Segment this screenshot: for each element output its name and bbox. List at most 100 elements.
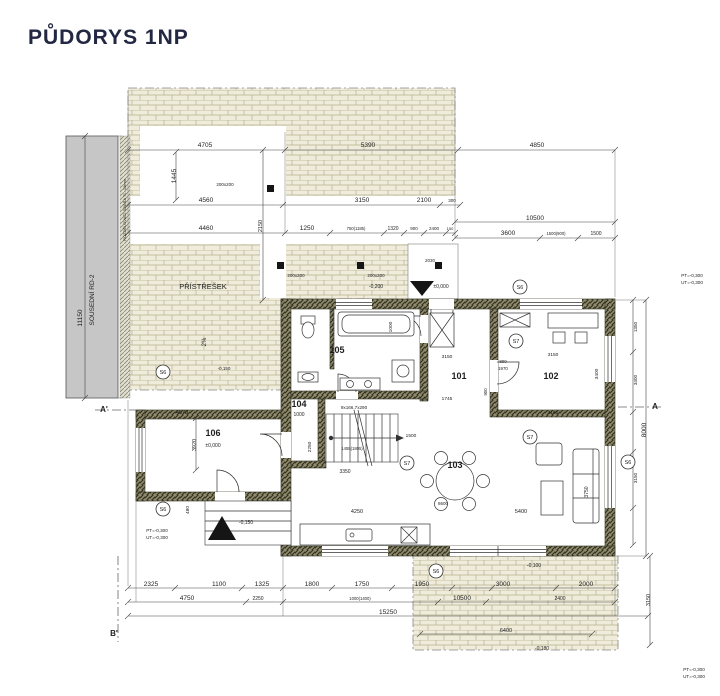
- detail-marker-S6: S6: [155, 501, 171, 517]
- dim-label: 2325: [144, 581, 159, 588]
- dimension-tick: [124, 612, 132, 620]
- dimension-tick: [124, 584, 132, 592]
- dim-label: 3000: [496, 581, 511, 588]
- dim-label: 1500(900): [546, 231, 566, 236]
- elev-label: UT=-0,300: [681, 280, 703, 285]
- chair: [552, 331, 566, 344]
- svg-text:S6: S6: [433, 569, 440, 575]
- svg-text:S6: S6: [160, 370, 167, 376]
- dim-label: 1500: [406, 433, 417, 439]
- room-label: 103: [447, 460, 462, 470]
- dimension-tick: [642, 552, 650, 560]
- dining-chair: [434, 497, 448, 511]
- dimension-tick: [388, 584, 396, 592]
- carport-columns: [267, 185, 442, 269]
- dim-label: 6400: [500, 628, 512, 634]
- dimension-tick: [629, 448, 637, 456]
- main-entrance-triangle: [410, 281, 434, 296]
- dimension-tick: [456, 201, 464, 209]
- dim-label: 3150: [646, 594, 652, 606]
- dimension-tick: [611, 218, 619, 226]
- detail-marker-S6: S6: [155, 364, 171, 380]
- label-label: ROZDĚLOVACÍ SPÁRA TL. 10mm: [122, 178, 127, 241]
- dining-chair: [420, 474, 434, 488]
- dim-label: 2400: [554, 596, 565, 602]
- dim-label: 1350: [633, 321, 638, 332]
- drawing-title: PŮDORYS 1NP: [28, 26, 189, 49]
- dim-label: 3400: [633, 374, 638, 385]
- elev-label: -0,180: [535, 646, 549, 652]
- dimension-tick: [124, 146, 132, 154]
- dim-label: 2100: [417, 197, 432, 204]
- dim-label: 3350: [339, 469, 350, 475]
- dim-label: 1500: [590, 231, 601, 237]
- windows: [136, 299, 615, 556]
- room-label: 101: [451, 371, 466, 381]
- dim-label: 8600: [438, 501, 449, 506]
- label-label: SOUSEDNÍ RD-2: [87, 274, 96, 325]
- dimension-tick: [629, 408, 637, 416]
- dimension-tick: [281, 229, 289, 237]
- section-label: A: [652, 402, 658, 411]
- dim-label: 1100: [212, 581, 226, 588]
- dimension-tick: [171, 584, 179, 592]
- bathroom-fixtures: [297, 311, 415, 391]
- dim-label: 2400: [429, 226, 440, 231]
- dim-label: 3150: [442, 354, 453, 360]
- dimension-tick: [454, 146, 462, 154]
- room-label: 106: [205, 428, 220, 438]
- dimension-tick: [279, 201, 287, 209]
- elev-label: PT=-0,300: [683, 667, 705, 672]
- desk: [547, 312, 599, 329]
- dimension-tick: [124, 598, 132, 606]
- dim-label: 3600: [501, 230, 516, 237]
- dimension-tick: [442, 229, 450, 237]
- dimension-tick: [420, 229, 428, 237]
- dim-label: 2250: [252, 596, 263, 602]
- dim-label: 15250: [379, 609, 397, 616]
- neighbor-building: [65, 135, 131, 399]
- dim-label: 2150: [258, 220, 264, 232]
- dim-label: 8000: [641, 422, 648, 437]
- detail-marker-S6: S6: [512, 279, 528, 295]
- room-label: 104: [291, 399, 306, 409]
- kitchen: [299, 523, 431, 546]
- dim-label: 900: [483, 388, 488, 396]
- elev-label: -0,150: [239, 520, 253, 526]
- dim-label: 4560: [199, 197, 214, 204]
- dimension-tick: [279, 598, 287, 606]
- dimension-tick: [611, 584, 619, 592]
- coffee-table: [540, 480, 564, 516]
- dim-label: 1950: [415, 581, 430, 588]
- svg-text:S7: S7: [404, 461, 411, 467]
- dim-label: 5400: [515, 509, 527, 515]
- dimension-tick: [259, 146, 267, 154]
- room-label: 105: [329, 345, 344, 355]
- entrance-porch: [204, 500, 292, 546]
- dim-label: 200x200: [287, 273, 305, 278]
- elev-label: ±0,000: [205, 443, 220, 449]
- dimension-tick: [172, 148, 180, 156]
- dim-label: 3750: [584, 486, 590, 497]
- svg-text:S7: S7: [513, 339, 520, 345]
- dim-label: 200x200: [367, 273, 385, 278]
- dimension-tick: [81, 132, 89, 140]
- entrance-walkway: [407, 243, 459, 300]
- dim-label: 1000: [388, 321, 394, 332]
- elev-label: ±0,000: [433, 284, 448, 290]
- dimension-tick: [629, 504, 637, 512]
- dining-chair: [434, 451, 448, 465]
- dimension-tick: [238, 584, 246, 592]
- dimension-tick: [611, 598, 619, 606]
- dim-label: 4250: [351, 509, 363, 515]
- dimension-tick: [172, 196, 180, 204]
- dimension-tick: [646, 641, 654, 649]
- elev-label: -0,150: [218, 366, 231, 371]
- washbasin: [297, 371, 319, 383]
- dim-label: 2030: [425, 258, 436, 263]
- sink: [345, 528, 373, 542]
- dim-label: 3150: [548, 352, 559, 358]
- dim-label: 10500: [526, 215, 544, 222]
- elev-label: UT=-0,300: [146, 535, 168, 540]
